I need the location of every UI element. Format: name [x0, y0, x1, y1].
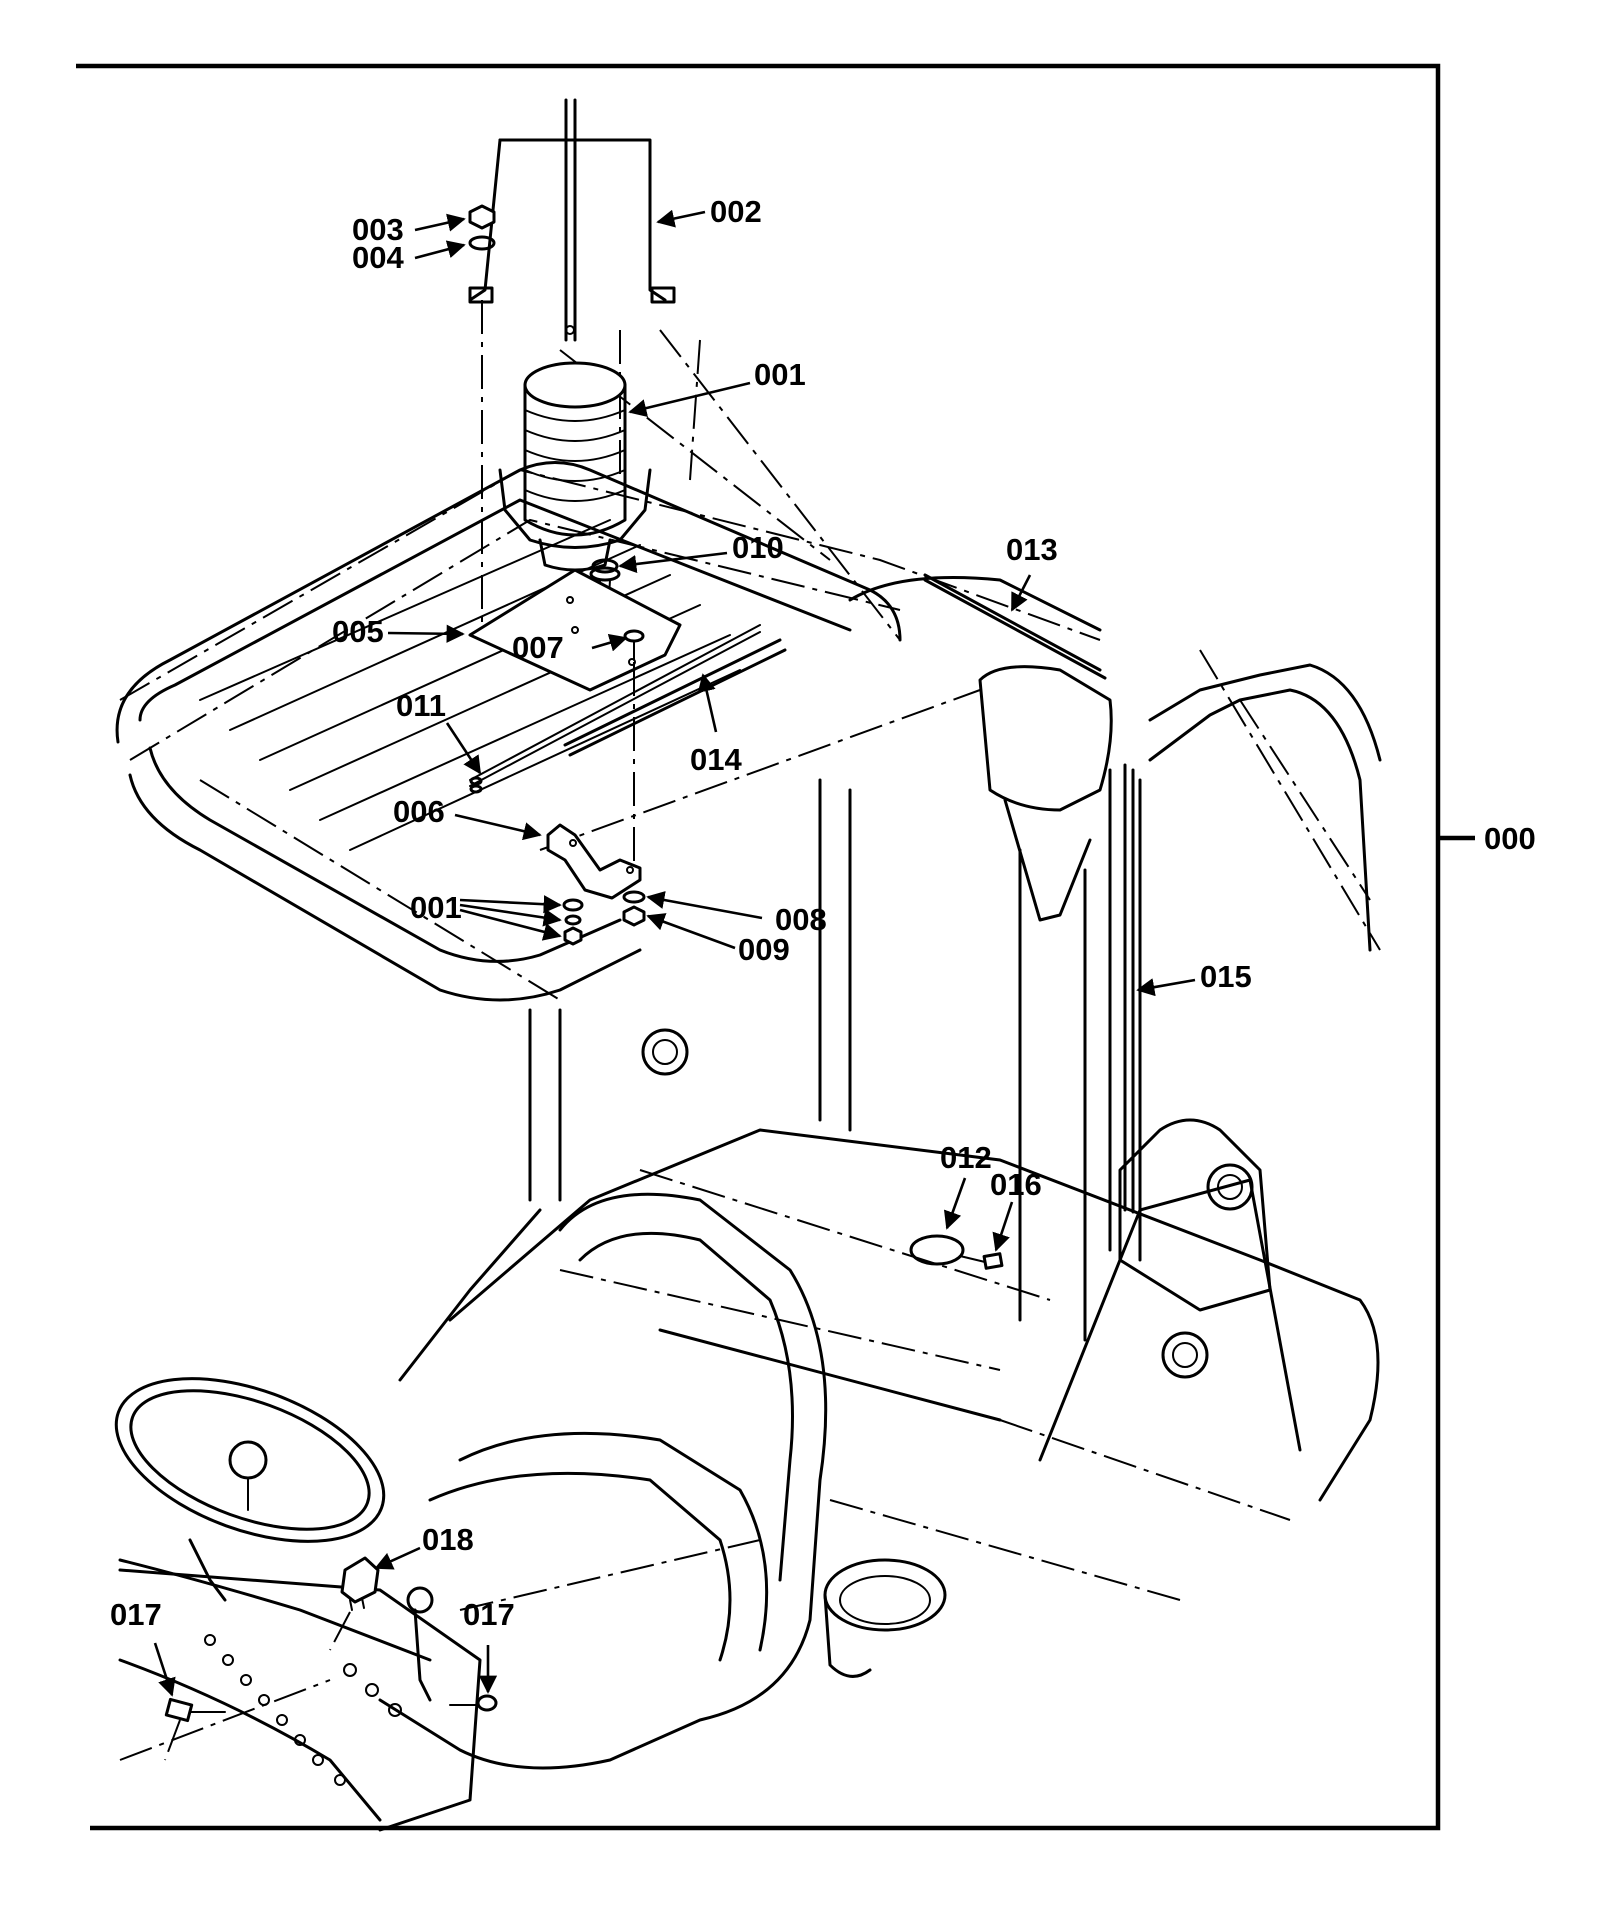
part-strip-013	[923, 573, 1107, 680]
part-hardware-001	[562, 898, 584, 946]
part-bracket-002	[468, 98, 676, 342]
part-clamp-012	[909, 1234, 986, 1266]
callout-014: 014	[690, 742, 742, 777]
part-harness-011	[469, 624, 761, 794]
part-bolt-003	[468, 204, 496, 230]
callout-004: 004	[352, 240, 404, 275]
leader-lines	[153, 209, 1196, 1697]
part-bracket-006	[546, 823, 642, 900]
callout-006: 006	[393, 794, 445, 829]
part-washer-008	[622, 890, 646, 904]
callout-017-left: 017	[110, 1597, 162, 1632]
part-channel-014	[563, 638, 787, 757]
frame-label: 000	[1484, 821, 1536, 856]
part-beacon-001	[498, 361, 652, 572]
part-strip-015	[1123, 763, 1135, 1214]
callout-001-hardware: 001	[410, 890, 462, 925]
operator-seat	[378, 1192, 828, 1770]
console-holes	[204, 1634, 402, 1786]
callout-012: 012	[940, 1140, 992, 1175]
callout-010: 010	[732, 530, 784, 565]
callout-018: 018	[422, 1522, 474, 1557]
part-plate-005	[468, 568, 682, 692]
dashboard-console	[118, 1558, 482, 1832]
callout-008: 008	[775, 902, 827, 937]
callout-009: 009	[738, 932, 790, 967]
callout-005: 005	[332, 614, 384, 649]
vehicle-platform	[114, 329, 1382, 1832]
bolt-head	[641, 1028, 1254, 1379]
callout-016: 016	[990, 1167, 1042, 1202]
callout-001-beacon: 001	[754, 357, 806, 392]
steering-wheel	[114, 1377, 386, 1602]
callout-007: 007	[512, 630, 564, 665]
callout-015: 015	[1200, 959, 1252, 994]
cup-holder	[823, 1558, 947, 1678]
part-connector-017b	[449, 1694, 498, 1712]
part-washer-004	[468, 235, 496, 251]
callout-002: 002	[710, 194, 762, 229]
part-tag-016	[982, 1252, 1004, 1270]
part-connector-017a	[164, 1697, 226, 1761]
callout-011: 011	[396, 688, 446, 723]
part-switch-018	[329, 1556, 380, 1651]
callout-013: 013	[1006, 532, 1058, 567]
frame-bracket	[76, 63, 1475, 1831]
part-nut-009	[622, 905, 646, 927]
callout-017-right: 017	[463, 1597, 515, 1632]
callout-labels: 000 003 004 002 001 010 013 005 007 011 …	[110, 194, 1536, 1632]
callout-003: 003	[352, 212, 404, 247]
